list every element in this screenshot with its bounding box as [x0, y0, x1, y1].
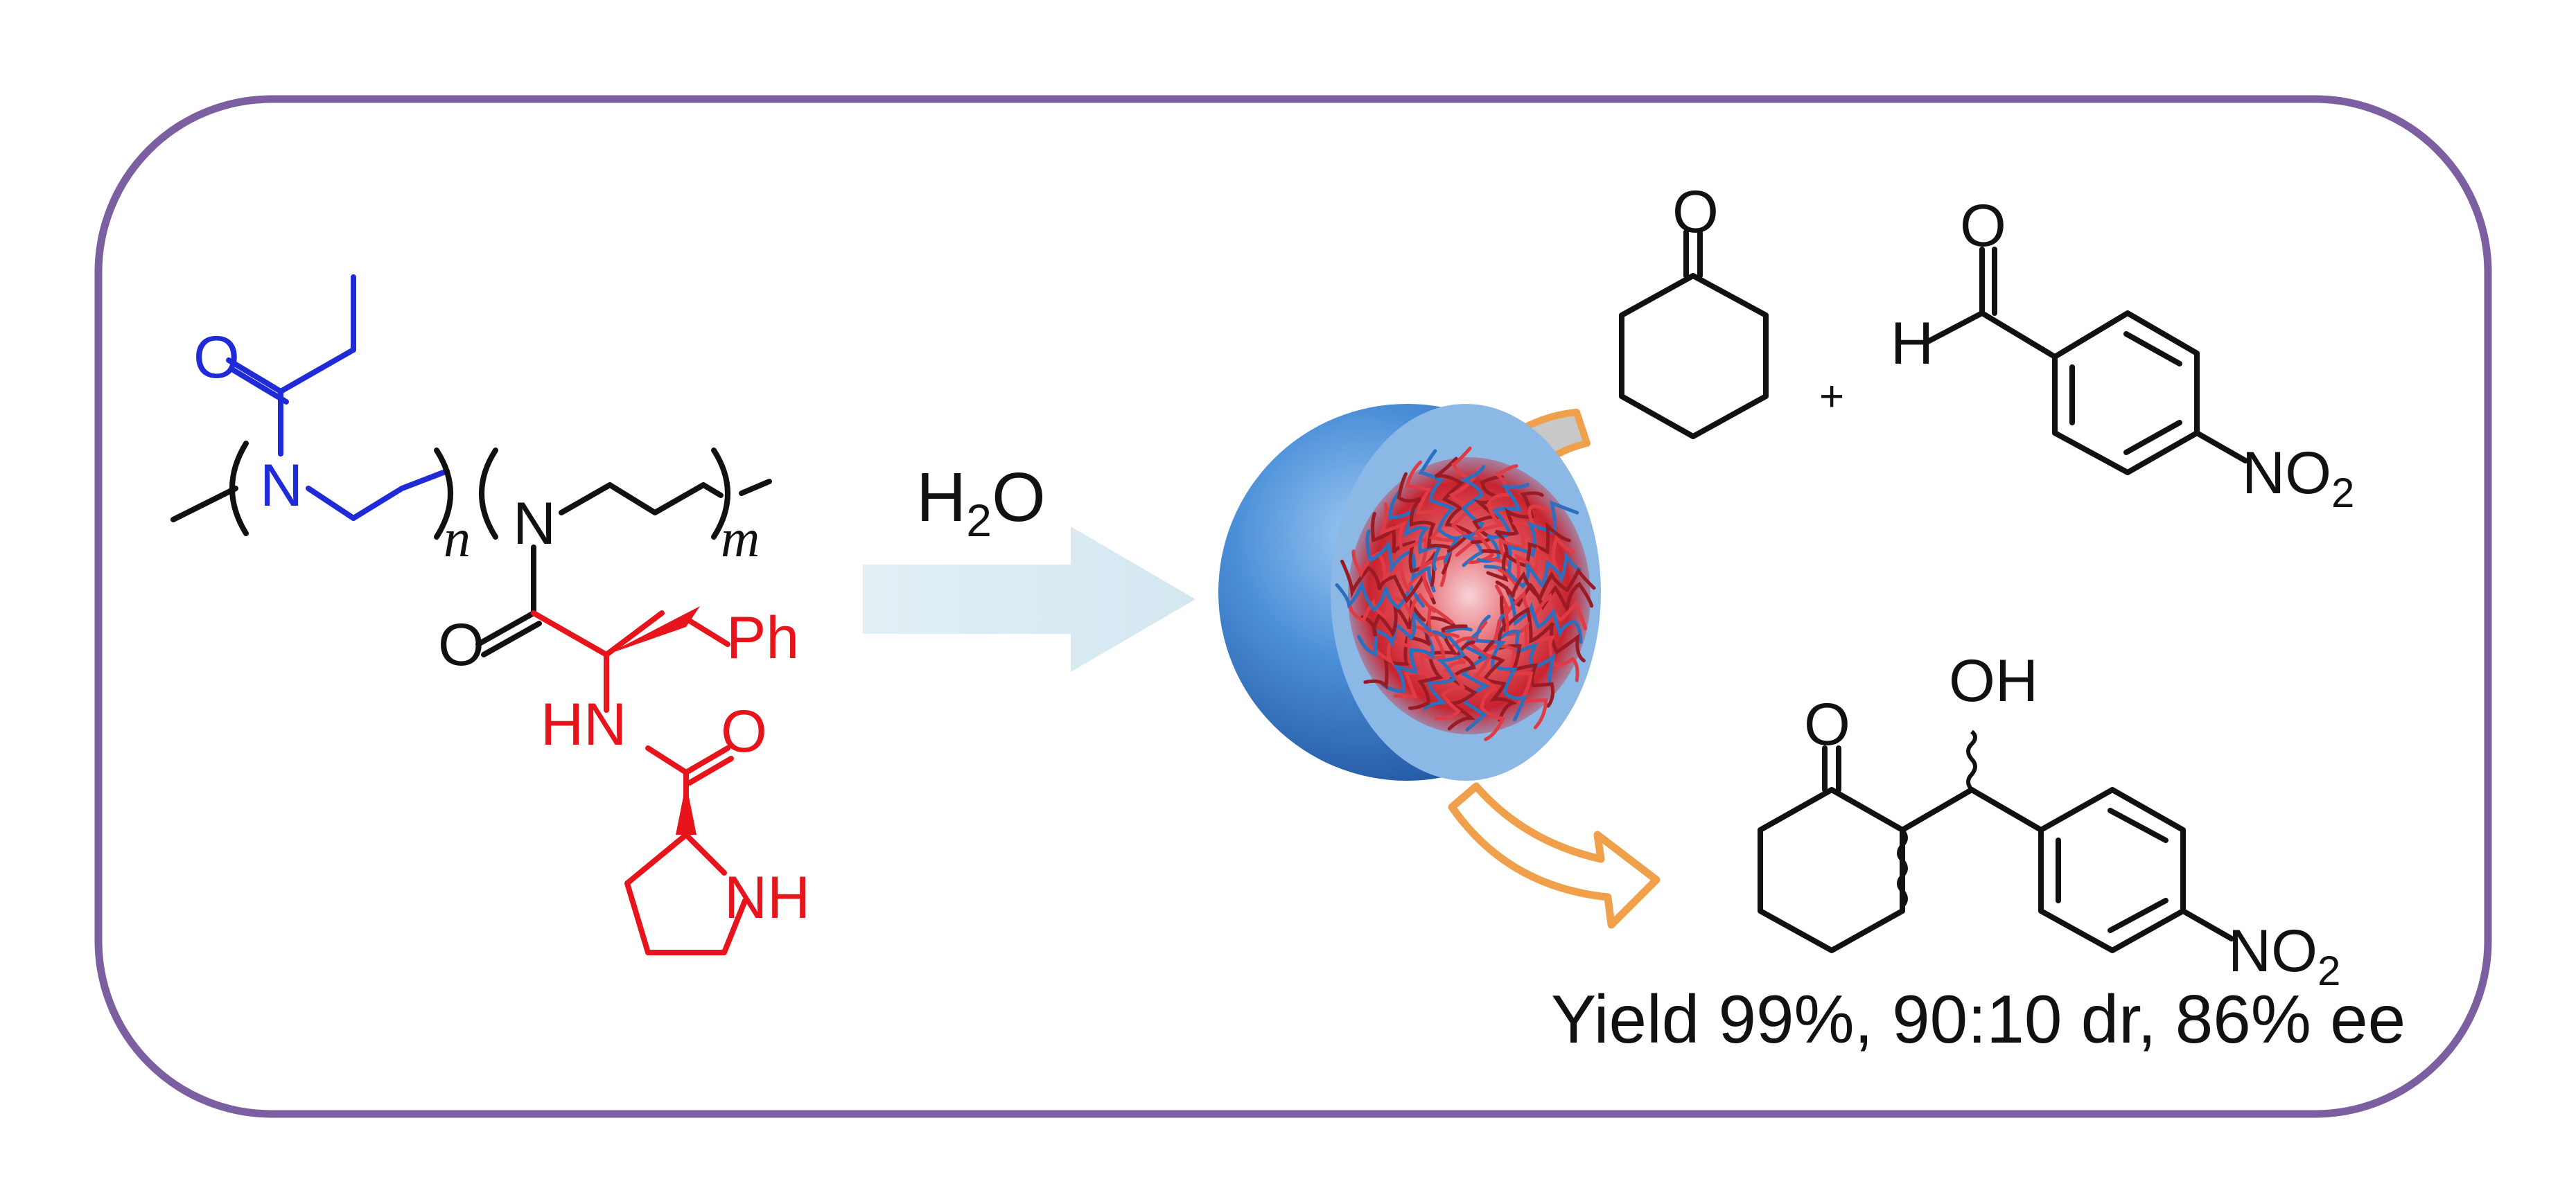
polymer-chain [1508, 594, 1583, 644]
polymer-chains [1335, 446, 1596, 741]
proline-NH: NH [724, 865, 810, 931]
polymer-chain [1340, 559, 1436, 605]
amide-NH: HN [541, 691, 627, 758]
polymer-chain [1506, 551, 1581, 589]
subscript-m: m [721, 508, 760, 568]
polymer-chain [1460, 465, 1486, 567]
amide-O: O [438, 612, 484, 678]
polymer-chain [1478, 640, 1518, 722]
self-assembly-arrow: H2O [863, 459, 1195, 672]
nitro-group-reactant: NO2 [2242, 440, 2354, 516]
product-ketone-O: O [1804, 691, 1850, 758]
aldol-product: O OH NO2 [1758, 648, 2340, 994]
nitrogen-block2: N [513, 490, 556, 557]
polymer-chain [1467, 464, 1518, 565]
polymer-chain [1394, 632, 1460, 699]
polymer-chain [1434, 457, 1473, 553]
polymer-chain [1348, 592, 1437, 623]
polymer-chain [1473, 614, 1527, 722]
polymer-chain [1396, 472, 1453, 575]
proline-carbonyl-O: O [721, 698, 767, 765]
polymer-chain [1487, 504, 1551, 567]
result-summary: Yield 99%, 90:10 dr, 86% ee [1551, 981, 2406, 1057]
phenyl-label: Ph [726, 605, 799, 671]
polymer-chain [1494, 584, 1588, 630]
polymer-chain [1448, 446, 1484, 557]
polymer-chain [1418, 449, 1462, 563]
polymer-chain [1378, 502, 1448, 587]
reactants: O + O H NO2 [1619, 179, 2354, 516]
polymer-chain [1481, 491, 1544, 558]
solvent-label: H2O [916, 459, 1046, 546]
nitrogen-block1: N [260, 452, 303, 519]
polymer-chain [1495, 567, 1596, 601]
carbonyl-O-blue: O [193, 324, 240, 391]
polymer-structure: O N n N m O Ph HN O NH [170, 274, 810, 955]
polymer-chain [1497, 613, 1556, 683]
product-release-arrow [1448, 782, 1661, 929]
polymer-chain [1365, 529, 1436, 593]
aldehyde-O: O [1960, 193, 2006, 259]
polymer-chain [1351, 549, 1434, 599]
polymer-chain [1461, 629, 1491, 732]
micelle [1218, 404, 1661, 929]
polymer-chain [1476, 483, 1530, 563]
nitro-group-product: NO2 [2228, 918, 2340, 994]
polymer-chain [1486, 619, 1548, 729]
aldehyde-H: H [1891, 310, 1934, 377]
cyclohexanone-O: O [1672, 179, 1719, 245]
subscript-n: n [444, 508, 471, 568]
plus-sign: + [1819, 373, 1844, 421]
arrow-shape [863, 526, 1195, 672]
polymer-chain [1408, 624, 1468, 710]
product-hydroxyl: OH [1949, 648, 2038, 714]
polymer-chain [1486, 522, 1571, 583]
polymer-chain [1469, 621, 1506, 741]
